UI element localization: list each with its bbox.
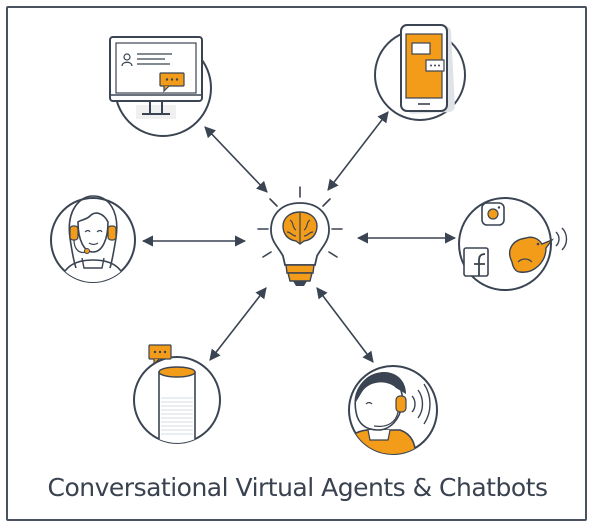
- lightbulb-brain-icon: [257, 186, 343, 286]
- voice-support-agent-icon: [348, 365, 438, 455]
- arrow-voice-agent: [316, 287, 374, 363]
- connectors: [141, 111, 457, 363]
- diagram-caption: Conversational Virtual Agents & Chatbots: [47, 473, 548, 502]
- arrow-smartphone: [327, 111, 389, 191]
- headset-support-agent-icon: [50, 195, 136, 283]
- desktop-monitor-chat-icon: [109, 36, 212, 137]
- smartphone-chat-icon: [374, 24, 466, 121]
- arrow-speaker: [209, 287, 267, 361]
- social-media-icon: [458, 197, 568, 291]
- arrow-desktop: [204, 126, 268, 193]
- smart-speaker-icon: [133, 344, 221, 444]
